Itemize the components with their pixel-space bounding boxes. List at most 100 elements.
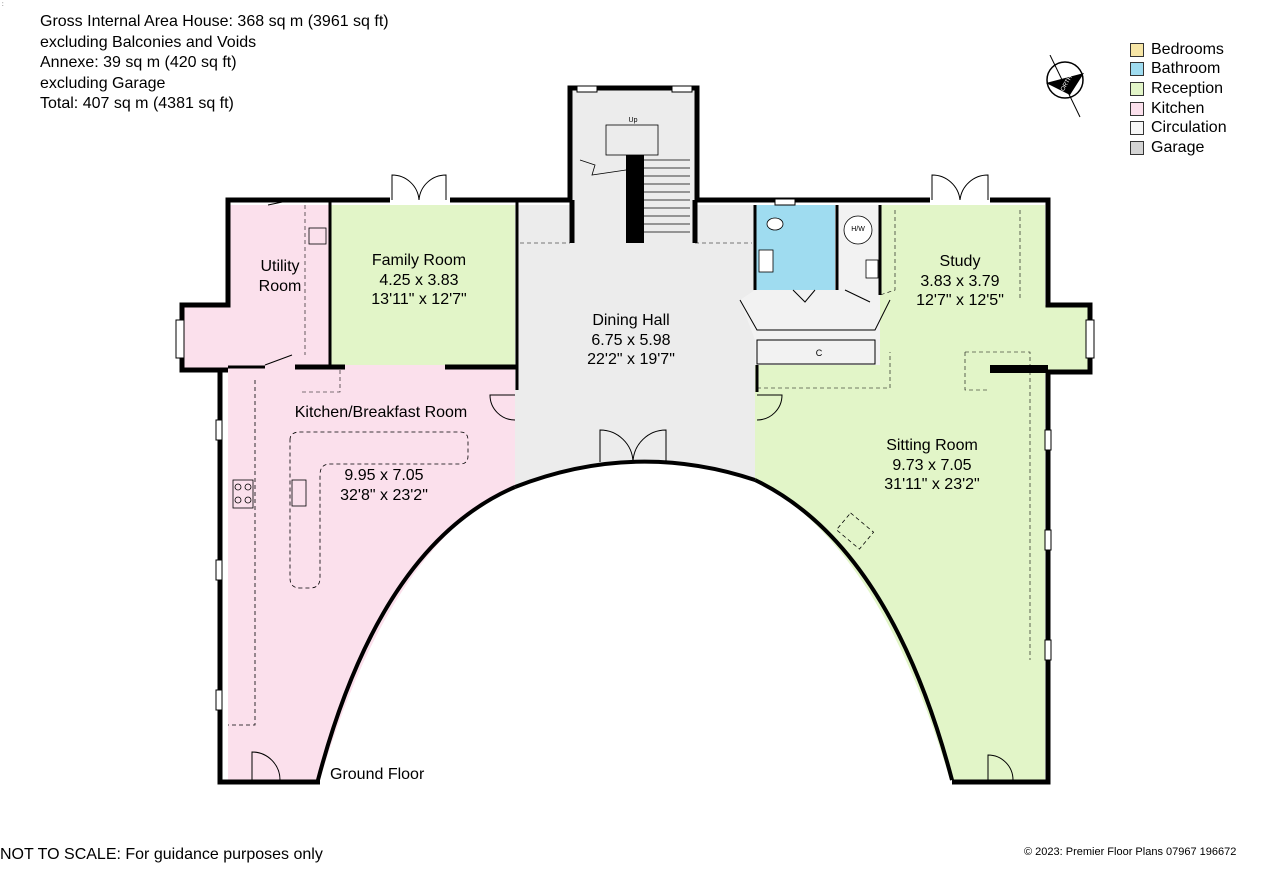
door-kitchen [489, 394, 516, 421]
legend-label: Bathroom [1151, 60, 1221, 78]
kitchen-fill [182, 205, 515, 780]
toilet-icon [766, 217, 784, 231]
legend-swatch [1130, 62, 1144, 77]
room-metric: 9.73 x 7.05 [892, 456, 972, 474]
kitchen-curved-wall [316, 485, 516, 781]
staircase [579, 124, 690, 233]
legend-item-reception: Reception [1130, 79, 1227, 99]
room-metric: 9.95 x 7.05 [344, 467, 424, 484]
legend-label: Circulation [1151, 119, 1227, 137]
area-line-total: Total: 407 sq m (4381 sq ft) [40, 95, 234, 112]
area-line-house: Gross Internal Area House: 368 sq m (396… [40, 13, 389, 30]
windows [175, 85, 1095, 711]
north-compass-icon: NORTH [1046, 55, 1084, 118]
doors [251, 174, 1014, 781]
bathroom-fill [755, 205, 835, 290]
stair-core [626, 155, 644, 243]
area-line-exclusions: excluding Balconies and Voids [40, 33, 257, 51]
sitting-room-fill [755, 205, 1090, 780]
window [1085, 319, 1095, 359]
legend-label: Reception [1151, 79, 1224, 97]
legend-swatch [1130, 101, 1144, 116]
ceiling-lines [300, 205, 1031, 660]
wc-fill [740, 205, 890, 365]
kitchen-island [289, 431, 469, 589]
window [576, 85, 598, 93]
area-line-garage: excluding Garage [40, 74, 166, 92]
room-name: Sitting Room [886, 437, 978, 454]
room-metric: 3.83 x 3.79 [920, 272, 1000, 290]
legend-label: Garage [1151, 138, 1205, 156]
legend-item-kitchen: Kitchen [1130, 99, 1227, 119]
door-wc [844, 289, 871, 303]
kitchen-counter-line [228, 380, 256, 726]
room-name: Room [258, 277, 302, 295]
room-label-study: Study 3.83 x 3.79 12'7" x 12'5" [916, 252, 1004, 311]
room-name: Family Room [371, 252, 467, 269]
legend-label: Bedrooms [1151, 40, 1224, 58]
door-back-sitting [987, 754, 1014, 781]
room-metric: 6.75 x 5.98 [591, 331, 671, 349]
sitting-curved-wall [754, 478, 954, 781]
door-utility-top [267, 199, 293, 206]
window [215, 559, 223, 581]
window [774, 198, 796, 206]
legend-swatch [1130, 121, 1144, 136]
colour-legend: Bedrooms Bathroom Reception Kitchen Circ… [1130, 40, 1227, 158]
room-imperial: 12'7" x 12'5" [916, 292, 1004, 309]
cupboard-doors [739, 299, 891, 331]
area-summary: Gross Internal Area House: 368 sq m (396… [40, 12, 389, 115]
legend-item-bedrooms: Bedrooms [1130, 40, 1227, 60]
outer-wall [179, 85, 1093, 785]
cupboard-label: C [815, 348, 823, 358]
room-dimensions-kitchen: 9.95 x 7.05 32'8" x 23'2" [340, 466, 428, 505]
room-name: Study [939, 253, 981, 270]
french-door-family [391, 174, 447, 201]
sink-icon [291, 479, 307, 507]
door-bath [792, 289, 816, 303]
walls [179, 85, 1093, 785]
door-utility [264, 354, 293, 366]
legend-item-circulation: Circulation [1130, 118, 1227, 138]
kitchen-fittings [228, 380, 469, 726]
cupboard [739, 299, 891, 365]
wc-basin-icon [865, 259, 879, 279]
stair-landing [605, 124, 659, 156]
legend-item-garage: Garage [1130, 138, 1227, 158]
legend-label: Kitchen [1151, 99, 1205, 117]
stairs-up-label: Up [628, 117, 638, 124]
room-imperial: 31'11" x 23'2" [884, 476, 980, 493]
legend-item-bathroom: Bathroom [1130, 60, 1227, 80]
room-imperial: 13'11" x 12'7" [371, 291, 467, 308]
cupboard-box [756, 339, 876, 365]
area-line-annexe: Annexe: 39 sq m (420 sq ft) [40, 54, 237, 71]
floor-label: Ground Floor [330, 766, 425, 783]
window [215, 419, 223, 441]
door-back-kitchen [251, 751, 281, 781]
room-name: Dining Hall [592, 312, 670, 329]
room-imperial: 32'8" x 23'2" [340, 486, 428, 504]
room-label-dining: Dining Hall 6.75 x 5.98 22'2" x 19'7" [587, 311, 675, 370]
window [1044, 639, 1052, 661]
room-label-utility: Utility Room [259, 257, 302, 296]
basin-icon [758, 249, 774, 273]
room-label-family: Family Room 4.25 x 3.83 13'11" x 12'7" [371, 251, 466, 310]
hot-water-cylinder-icon [843, 215, 873, 245]
legend-swatch [1130, 140, 1144, 155]
kitchen-appliances [232, 227, 327, 509]
scale-disclaimer: NOT TO SCALE: For guidance purposes only [0, 846, 323, 863]
door-sitting [756, 394, 783, 421]
room-metric: 4.25 x 3.83 [379, 271, 459, 289]
family-room-fill [330, 205, 515, 365]
hob-icon [232, 479, 254, 509]
legend-swatch [1130, 81, 1144, 96]
inner-arc-wall [514, 459, 756, 489]
window [1044, 529, 1052, 551]
legend-swatch [1130, 42, 1144, 57]
french-door-hall [599, 429, 667, 463]
room-label-kitchen: Kitchen/Breakfast Room [295, 403, 468, 423]
room-label-sitting: Sitting Room 9.73 x 7.05 31'11" x 23'2" [884, 436, 979, 495]
window [671, 85, 693, 93]
room-name: Kitchen/Breakfast Room [294, 404, 468, 421]
